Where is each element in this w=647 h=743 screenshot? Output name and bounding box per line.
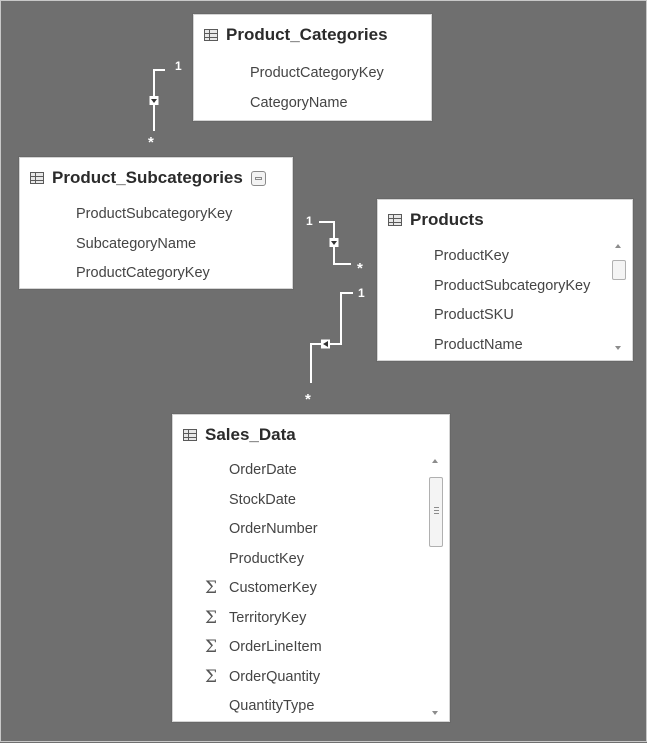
field-name: OrderNumber: [229, 521, 318, 537]
field-name: QuantityType: [229, 698, 315, 714]
many-label: *: [148, 134, 154, 151]
field-name: CategoryName: [250, 94, 348, 111]
sigma-icon: Σ: [205, 607, 218, 628]
field-row[interactable]: StockDate: [173, 486, 425, 516]
thumb-grip-icon: [434, 510, 439, 511]
sigma-icon: Σ: [205, 637, 218, 657]
field-row[interactable]: SubcategoryName: [20, 230, 292, 260]
filter-arrow-icon: [151, 99, 157, 103]
scroll-thumb[interactable]: [429, 477, 443, 547]
field-row[interactable]: OrderNumber: [173, 515, 425, 545]
table-icon: [30, 172, 44, 184]
field-name: CustomerKey: [229, 580, 317, 596]
field-name: ProductSubcategoryKey: [76, 206, 233, 222]
field-row[interactable]: QuantityType: [173, 692, 425, 721]
field-scrollbar[interactable]: [429, 455, 445, 719]
many-label: *: [305, 391, 311, 408]
field-row[interactable]: ProductCategoryKey: [20, 259, 292, 288]
field-name: OrderQuantity: [229, 668, 321, 685]
field-name: SubcategoryName: [76, 235, 197, 252]
relationship-line[interactable]: [310, 292, 353, 383]
field-scrollbar[interactable]: [612, 240, 628, 354]
field-row[interactable]: Σ TerritoryKey: [173, 604, 425, 634]
field-row[interactable]: ProductCategoryKey: [194, 59, 431, 89]
field-list: ProductKey ProductSubcategoryKey Product…: [378, 242, 608, 360]
relationship-line[interactable]: [153, 69, 165, 131]
sigma-icon: Σ: [205, 666, 218, 687]
field-row[interactable]: ProductSubcategoryKey: [378, 272, 608, 302]
filter-arrow-icon: [323, 341, 328, 347]
one-label: 1: [306, 214, 313, 228]
scroll-down-arrow[interactable]: [432, 711, 438, 715]
field-row[interactable]: Σ CustomerKey: [173, 574, 425, 604]
one-label: 1: [175, 59, 182, 73]
table-sales-data[interactable]: Sales_Data OrderDate StockDate OrderNumb…: [172, 414, 450, 722]
collapse-icon[interactable]: [250, 170, 266, 186]
table-title: Products: [410, 210, 484, 229]
sigma-icon: Σ: [205, 578, 218, 598]
table-product-subcategories[interactable]: Product_Subcategories ProductSubcategory…: [19, 157, 293, 289]
field-name: ProductCategoryKey: [76, 265, 210, 281]
field-name: TerritoryKey: [229, 609, 307, 626]
field-row[interactable]: ProductName: [378, 331, 608, 361]
table-header[interactable]: Product_Subcategories: [30, 168, 266, 188]
field-list: ProductCategoryKey CategoryName: [194, 59, 431, 118]
field-name: ProductName: [434, 336, 523, 353]
one-label: 1: [358, 286, 365, 300]
field-row[interactable]: ProductSKU: [378, 301, 608, 331]
table-title: Sales_Data: [205, 425, 296, 444]
table-icon: [204, 29, 218, 41]
table-title: Product_Categories: [226, 25, 388, 44]
table-title: Product_Subcategories: [52, 168, 243, 187]
field-list: OrderDate StockDate OrderNumber ProductK…: [173, 456, 425, 721]
field-row[interactable]: CategoryName: [194, 89, 431, 119]
field-row[interactable]: ProductKey: [173, 545, 425, 575]
relationship-products-sales[interactable]: 1 *: [305, 286, 365, 408]
field-row[interactable]: ProductSubcategoryKey: [20, 200, 292, 230]
table-icon: [388, 214, 402, 226]
relationship-subcategories-products[interactable]: 1 *: [306, 214, 363, 277]
table-products[interactable]: Products ProductKey ProductSubcategoryKe…: [377, 199, 633, 361]
table-header[interactable]: Product_Categories: [204, 25, 388, 45]
field-name: ProductSubcategoryKey: [434, 277, 591, 294]
table-header[interactable]: Products: [388, 210, 484, 230]
field-row[interactable]: OrderDate: [173, 456, 425, 486]
field-row[interactable]: Σ OrderQuantity: [173, 663, 425, 693]
table-icon: [183, 429, 197, 441]
field-name: ProductKey: [229, 550, 304, 567]
scroll-up-arrow[interactable]: [432, 459, 438, 463]
field-name: ProductSKU: [434, 307, 514, 323]
field-row[interactable]: Σ OrderLineItem: [173, 633, 425, 663]
relationship-categories-subcategories[interactable]: 1 *: [148, 59, 182, 151]
field-name: StockDate: [229, 491, 296, 508]
thumb-grip-icon: [434, 513, 439, 514]
field-name: ProductCategoryKey: [250, 65, 384, 81]
table-product-categories[interactable]: Product_Categories ProductCategoryKey Ca…: [193, 14, 432, 121]
field-name: OrderDate: [229, 462, 297, 478]
field-row[interactable]: ProductKey: [378, 242, 608, 272]
scroll-up-arrow[interactable]: [615, 244, 621, 248]
scroll-down-arrow[interactable]: [615, 346, 621, 350]
field-name: OrderLineItem: [229, 639, 322, 655]
scroll-thumb[interactable]: [612, 260, 626, 280]
filter-arrow-icon: [331, 241, 337, 245]
thumb-grip-icon: [434, 507, 439, 508]
many-label: *: [357, 260, 363, 277]
field-name: ProductKey: [434, 248, 509, 264]
table-header[interactable]: Sales_Data: [183, 425, 296, 445]
field-list: ProductSubcategoryKey SubcategoryName Pr…: [20, 200, 292, 288]
